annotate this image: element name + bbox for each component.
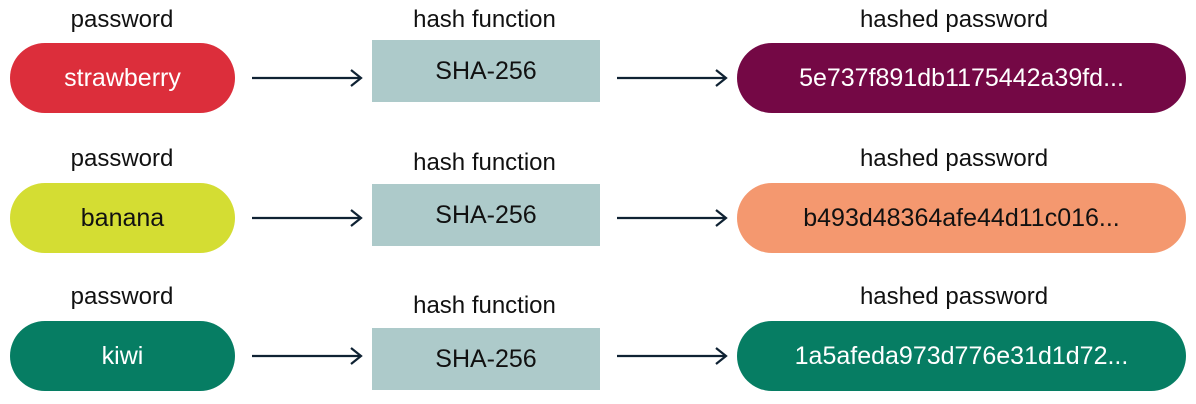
hashed-password-label: hashed password xyxy=(859,145,1049,172)
arrow-icon xyxy=(615,68,731,88)
hash-row-2: password banana hash function SHA-256 ha… xyxy=(0,140,1196,260)
arrow-icon xyxy=(250,346,366,366)
hash-function-label: hash function xyxy=(413,292,556,319)
hash-function-box: SHA-256 xyxy=(372,40,600,102)
arrow-icon xyxy=(250,208,366,228)
arrow-icon xyxy=(250,68,366,88)
hashed-password-label: hashed password xyxy=(859,283,1049,310)
hash-function-box: SHA-256 xyxy=(372,184,600,246)
hash-function-box: SHA-256 xyxy=(372,328,600,390)
hash-function-label: hash function xyxy=(413,6,556,33)
password-pill: banana xyxy=(10,183,235,253)
arrow-icon xyxy=(615,346,731,366)
arrow-icon xyxy=(615,208,731,228)
password-label: password xyxy=(70,283,174,310)
hashed-password-pill: 1a5afeda973d776e31d1d72... xyxy=(737,321,1186,391)
hashed-password-pill: 5e737f891db1175442a39fd... xyxy=(737,43,1186,113)
password-label: password xyxy=(70,145,174,172)
hash-function-label: hash function xyxy=(413,149,556,176)
hashed-password-pill: b493d48364afe44d11c016... xyxy=(737,183,1186,253)
password-pill: strawberry xyxy=(10,43,235,113)
password-label: password xyxy=(70,6,174,33)
password-pill: kiwi xyxy=(10,321,235,391)
hash-row-1: password strawberry hash function SHA-25… xyxy=(0,0,1196,120)
hash-row-3: password kiwi hash function SHA-256 hash… xyxy=(0,280,1196,400)
hashed-password-label: hashed password xyxy=(859,6,1049,33)
